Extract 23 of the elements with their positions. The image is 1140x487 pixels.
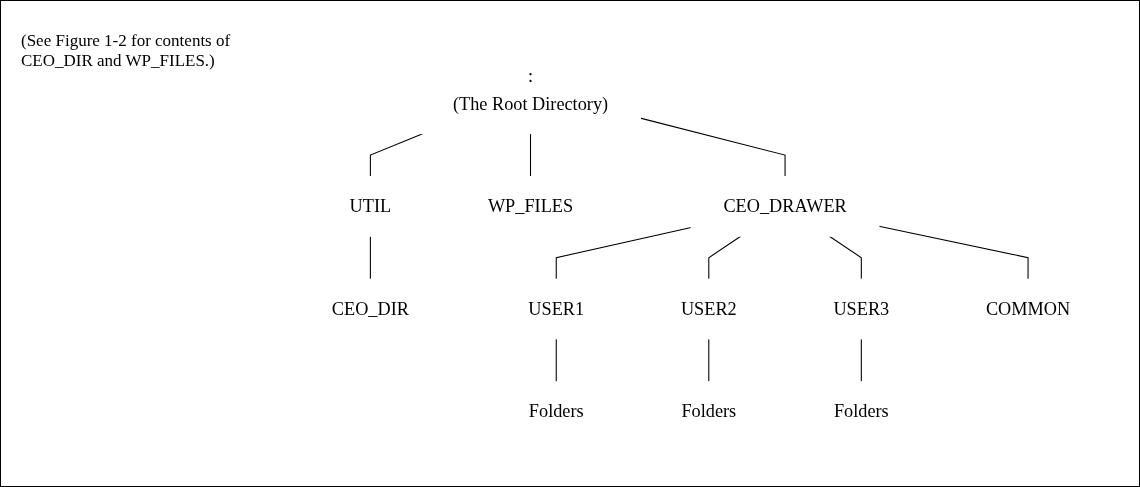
node-text: Folders xyxy=(833,401,889,422)
node-text: USER3 xyxy=(833,298,890,319)
note-text: (See Figure 1-2 for contents of CEO_DIR and WP_FILES.) xyxy=(21,31,232,71)
connector xyxy=(860,338,862,383)
connector xyxy=(555,338,557,383)
connector xyxy=(529,133,532,178)
connector xyxy=(555,226,692,280)
node-text: Folders xyxy=(681,401,737,422)
node-text: CEO_DRAWER xyxy=(723,195,847,217)
connector xyxy=(828,235,862,280)
node-text: WP_FILES xyxy=(487,195,574,217)
node-text: : (The Root Directory) xyxy=(452,65,609,114)
connector xyxy=(708,235,742,280)
node-text: USER2 xyxy=(680,298,737,319)
node-text: UTIL xyxy=(349,195,392,217)
node-text: CEO_DIR xyxy=(331,298,409,319)
connector xyxy=(369,235,371,280)
node-text: COMMON xyxy=(985,298,1071,319)
node-text: Folders xyxy=(528,401,584,422)
connector xyxy=(878,225,1029,280)
connector xyxy=(708,338,710,383)
connector xyxy=(369,133,424,178)
node-text: USER1 xyxy=(528,298,585,319)
